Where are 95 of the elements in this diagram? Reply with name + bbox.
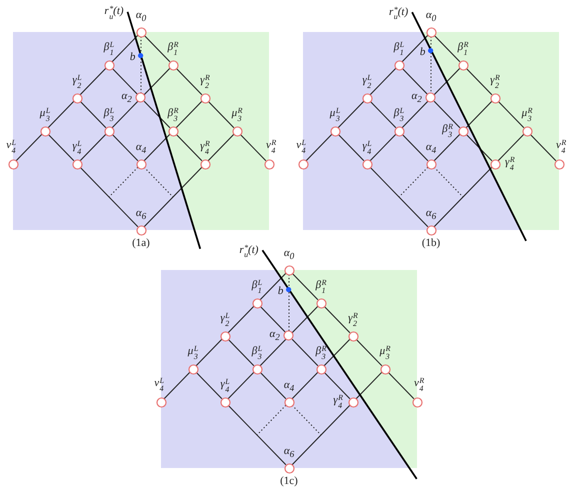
line-label: r$_{u}$$^{*}$(t)	[239, 244, 258, 259]
edge-line	[228, 306, 254, 334]
line-label: r$_{u}$$^{*}$(t)	[104, 5, 124, 20]
edge-line	[176, 134, 202, 162]
edge-line	[324, 372, 350, 400]
line-label: r$_{u}$$^{*}$(t)	[388, 6, 408, 21]
edge-line	[164, 372, 190, 400]
edge-line	[260, 338, 286, 366]
edge-line	[196, 338, 222, 366]
vertex-label: α$_{6}$	[284, 446, 294, 460]
edge-line	[370, 134, 396, 162]
panel-caption: (1c)	[280, 476, 298, 487]
edge-line	[292, 338, 318, 366]
edge-line	[80, 68, 106, 96]
edge-line	[112, 134, 138, 162]
point-label: b	[420, 46, 426, 58]
edge-line	[80, 134, 106, 162]
edge-line	[434, 100, 460, 128]
edge-line	[144, 100, 170, 128]
edge-line	[260, 272, 286, 300]
edge-line	[388, 372, 414, 400]
vertex-label: α$_{6}$	[136, 208, 146, 222]
edge-line	[16, 134, 42, 162]
point-label: b	[278, 286, 284, 298]
dotted-line	[434, 166, 464, 198]
edge-line	[402, 34, 428, 62]
edge-line	[112, 100, 138, 128]
dotted-line	[108, 166, 138, 198]
edge-line	[466, 134, 492, 162]
edge-line	[434, 68, 460, 96]
edge-line	[228, 338, 254, 366]
edge-line	[144, 68, 170, 96]
vertex-label: α$_{0}$	[136, 10, 146, 24]
edge-line	[434, 166, 492, 228]
edge-line	[208, 134, 234, 162]
edge-line	[176, 68, 202, 96]
edge-line	[338, 134, 364, 162]
edge-line	[292, 404, 350, 466]
edge-line	[370, 166, 428, 228]
edge-line	[498, 134, 524, 162]
vertex-label: α$_{2}$	[411, 91, 422, 105]
panel-caption: (1b)	[422, 238, 440, 249]
edge-line	[324, 338, 350, 366]
edge-line	[338, 100, 364, 128]
edge-line	[402, 68, 428, 96]
dotted-line	[288, 292, 290, 332]
edge-line	[370, 68, 396, 96]
edge-line	[402, 100, 428, 128]
edge-line	[324, 306, 350, 334]
vertex-label: α$_{6}$	[426, 208, 436, 222]
panel-caption: (1a)	[132, 238, 150, 249]
vertex-label: α$_{4}$	[136, 142, 146, 156]
edge-line	[196, 372, 222, 400]
edge-line	[80, 100, 106, 128]
edge-line	[434, 134, 460, 162]
vertex-label: α$_{4}$	[426, 142, 436, 156]
dotted-line	[144, 166, 174, 198]
vertex-label: α$_{0}$	[284, 248, 294, 262]
edge-line	[402, 134, 428, 162]
edge-line	[466, 100, 492, 128]
edge-line	[306, 134, 332, 162]
edge-line	[112, 68, 138, 96]
edge-line	[260, 372, 286, 400]
edge-line	[292, 306, 318, 334]
edge-line	[112, 34, 138, 62]
edge-line	[498, 100, 524, 128]
vertex-label: α$_{2}$	[121, 91, 132, 105]
edge-line	[48, 134, 74, 162]
vertex-label: α$_{4}$	[284, 380, 294, 394]
edge-line	[176, 100, 202, 128]
edge-line	[292, 372, 318, 400]
edge-line	[356, 372, 382, 400]
edge-line	[228, 372, 254, 400]
edge-line	[466, 68, 492, 96]
edge-line	[240, 134, 266, 162]
edge-line	[144, 34, 170, 62]
edge-line	[48, 100, 74, 128]
dotted-line	[292, 404, 322, 436]
edge-line	[80, 166, 138, 228]
point-label: b	[130, 52, 136, 64]
edge-line	[292, 272, 318, 300]
dotted-line	[256, 404, 286, 436]
vertex-label: α$_{0}$	[426, 10, 436, 24]
edge-line	[356, 338, 382, 366]
dotted-line	[430, 52, 432, 94]
edge-line	[208, 100, 234, 128]
dotted-line	[398, 166, 428, 198]
edge-line	[260, 306, 286, 334]
vertex-label: α$_{2}$	[269, 329, 280, 343]
edge-line	[434, 34, 460, 62]
edge-line	[228, 404, 286, 466]
edge-line	[144, 134, 170, 162]
edge-line	[144, 166, 202, 228]
edge-line	[530, 134, 556, 162]
edge-line	[370, 100, 396, 128]
